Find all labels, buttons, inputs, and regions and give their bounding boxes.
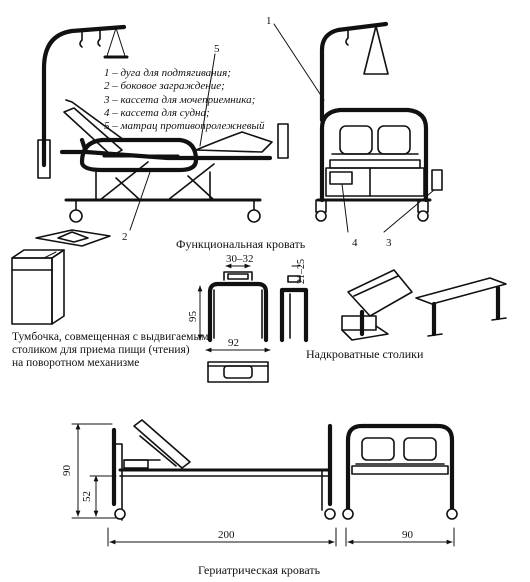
nightstand-caption-line-2: столиком для приема пищи (чтения) (12, 344, 190, 356)
nightstand-caption-line-1: Тумбочка, совмещенная с выдвигаемым (12, 331, 209, 343)
functional-bed-side-view (37, 24, 289, 231)
side-rail (79, 137, 199, 173)
functional-bed-end-view (273, 21, 443, 233)
functional-bed-caption: Функциональная кровать (176, 237, 306, 251)
geriatric-bed-side-view (71, 419, 337, 547)
dim-bed-width: 90 (402, 529, 414, 541)
nightstand-caption-line-3: на поворотном механизме (12, 357, 139, 369)
callout-2: 2 (122, 231, 128, 243)
callout-5: 5 (214, 43, 220, 55)
legend-item-5: 5 – матрац противопролежневый (104, 120, 265, 132)
dim-table-width: 92 (228, 337, 239, 349)
nightstand-caption: Тумбочка, совмещенная с выдвигаемым стол… (12, 331, 209, 369)
legend-item-2: 2 – боковое заграждение; (104, 80, 225, 92)
overbed-table-tilted (341, 269, 413, 341)
geriatric-bed-end-view (342, 423, 458, 547)
dim-table-top: 30–32 (226, 253, 254, 265)
dim-table-side: 21–25 (296, 259, 307, 284)
legend-item-3: 3 – кассета для мочеприемника; (103, 94, 255, 106)
dim-table-height: 95 (187, 311, 199, 323)
callout-3: 3 (386, 237, 392, 249)
legend: 1 – дуга для подтягивания; 2 – боковое з… (103, 67, 265, 132)
overbed-table-side-view (279, 265, 309, 343)
dim-bed-height: 90 (61, 465, 73, 477)
overbed-table-front-view (197, 263, 271, 383)
geriatric-bed-caption: Гериатрическая кровать (198, 563, 321, 577)
callout-4: 4 (352, 237, 358, 249)
trapeze-handle (103, 27, 129, 59)
nightstand-drawing (11, 229, 111, 325)
legend-item-1: 1 – дуга для подтягивания; (104, 67, 231, 79)
overbed-table-flat (415, 277, 507, 337)
callout-1: 1 (266, 15, 272, 27)
caster-wheels (69, 199, 261, 223)
overbed-tables-caption: Надкроватные столики (306, 347, 424, 361)
dim-bed-length: 200 (218, 529, 235, 541)
dim-bed-seat: 52 (81, 491, 93, 502)
legend-item-4: 4 – кассета для судна; (104, 107, 210, 119)
